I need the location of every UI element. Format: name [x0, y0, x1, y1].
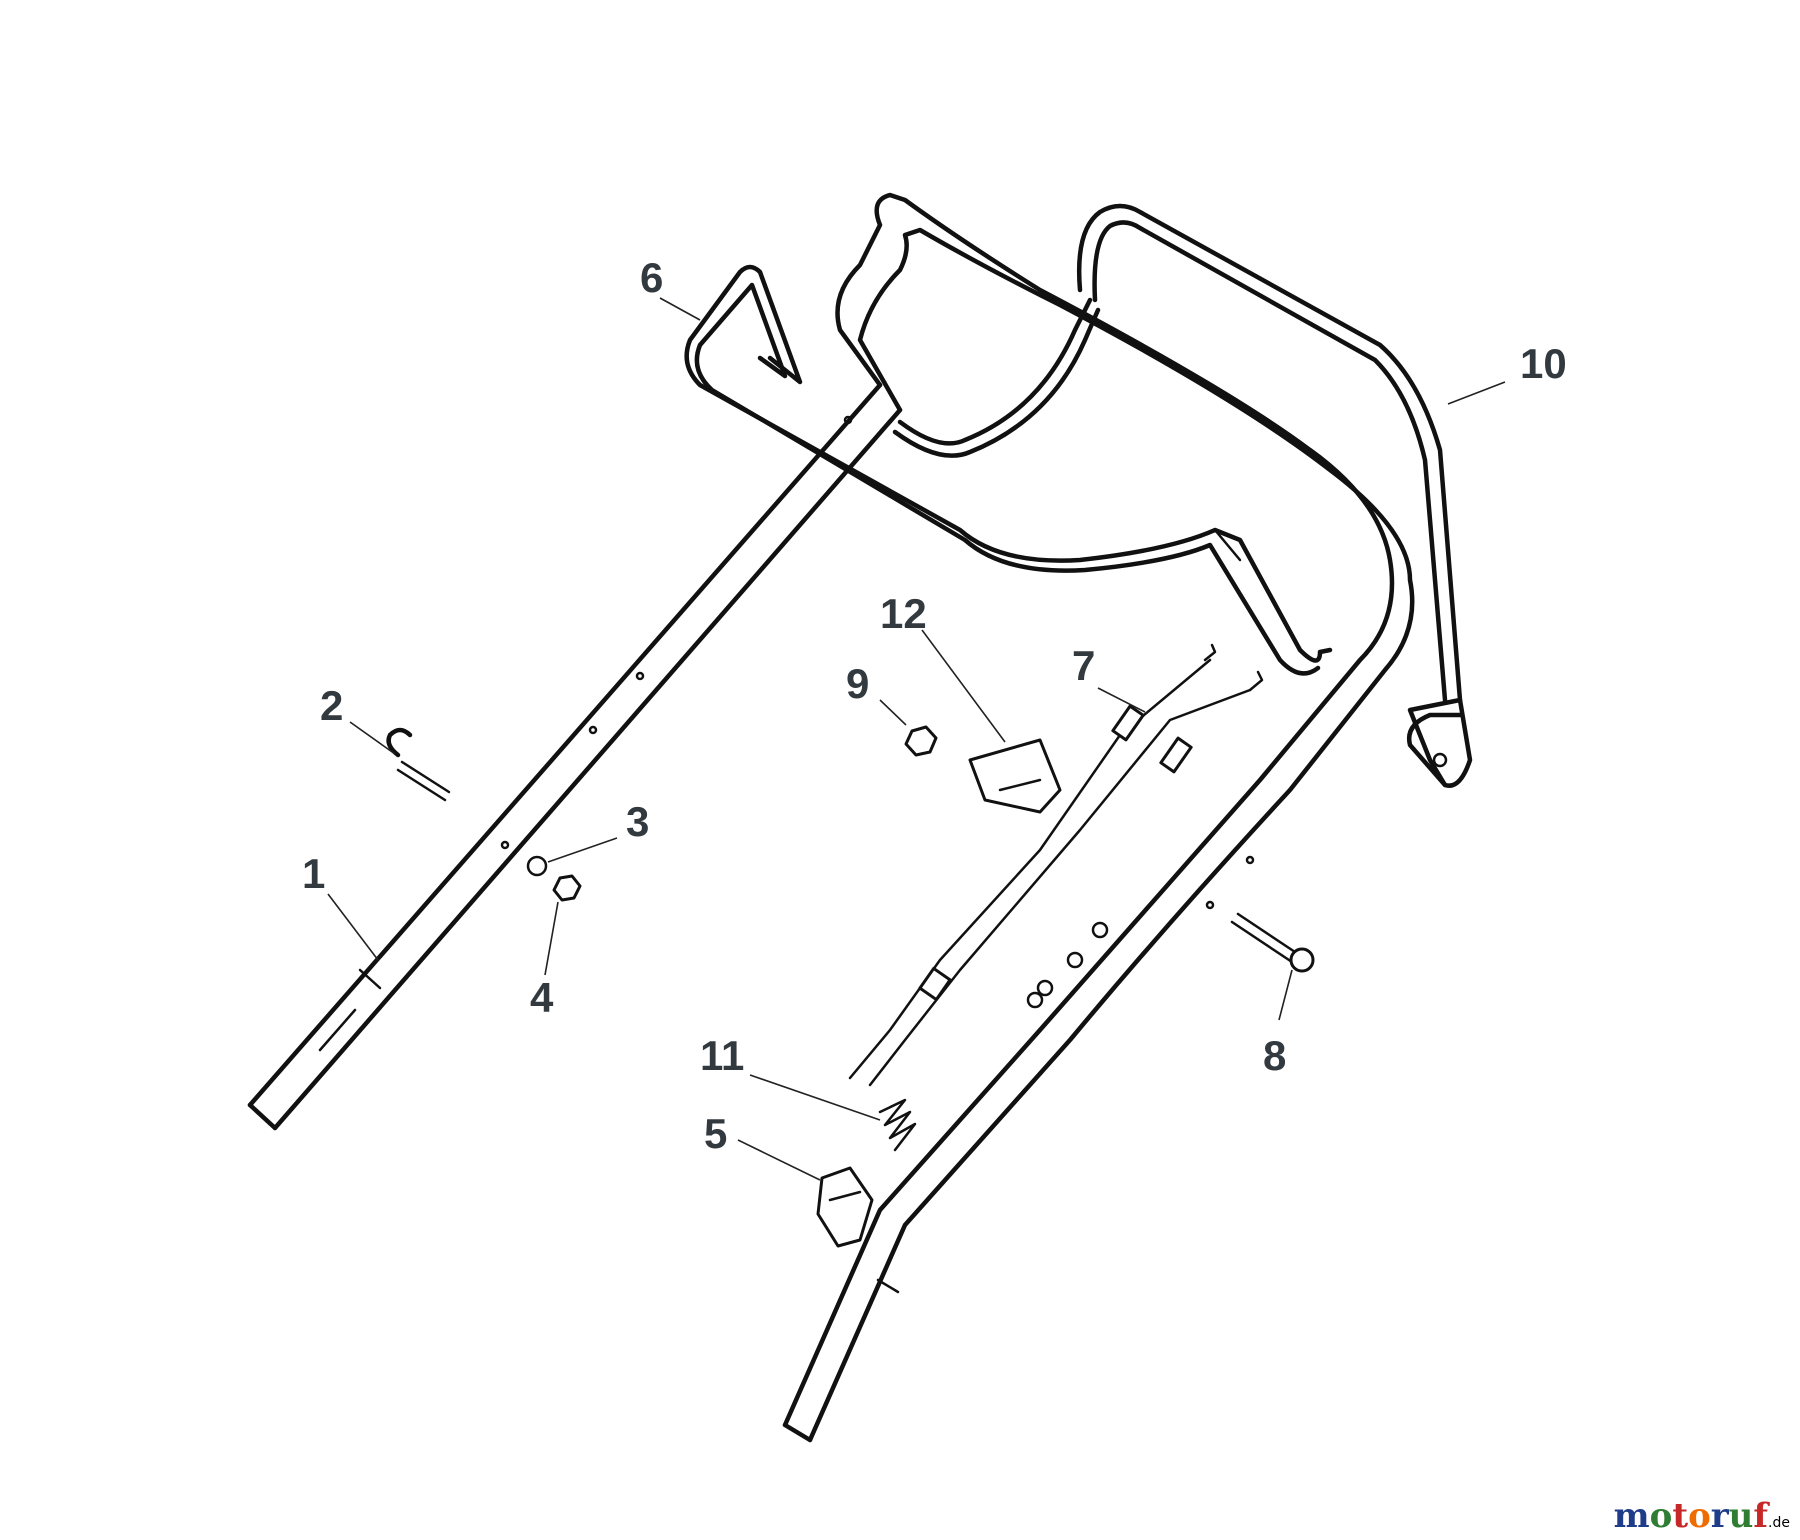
hook-bolt — [386, 727, 451, 802]
callout-9: 9 — [846, 660, 869, 707]
upper-handle — [782, 192, 1415, 1443]
callout-6: 6 — [640, 254, 663, 301]
callout-11: 11 — [700, 1032, 744, 1079]
callout-7: 7 — [1072, 642, 1095, 689]
lock-nut — [904, 725, 938, 757]
leader-lines — [327, 297, 1506, 1181]
cable-spring — [878, 1098, 917, 1152]
nut — [552, 874, 582, 902]
callout-4: 4 — [530, 974, 554, 1021]
callout-3: 3 — [626, 798, 649, 845]
callout-5: 5 — [704, 1110, 727, 1157]
callout-1: 1 — [302, 850, 325, 897]
callout-2: 2 — [320, 682, 343, 729]
lower-handle-left — [247, 382, 903, 1131]
screw — [1230, 912, 1315, 973]
callout-8: 8 — [1263, 1032, 1286, 1079]
callout-labels: 1 2 3 4 5 6 7 8 9 10 11 12 — [302, 254, 1567, 1157]
grass-bag-frame — [684, 264, 1333, 676]
callout-10: 10 — [1520, 340, 1567, 387]
cable-guide — [968, 738, 1062, 814]
watermark-logo: motoruf.de — [1613, 1496, 1790, 1536]
operator-bail — [1076, 203, 1473, 788]
cable-clip — [816, 1166, 874, 1248]
callout-12: 12 — [880, 590, 927, 637]
control-cables — [848, 643, 1264, 1087]
washer — [526, 855, 548, 877]
